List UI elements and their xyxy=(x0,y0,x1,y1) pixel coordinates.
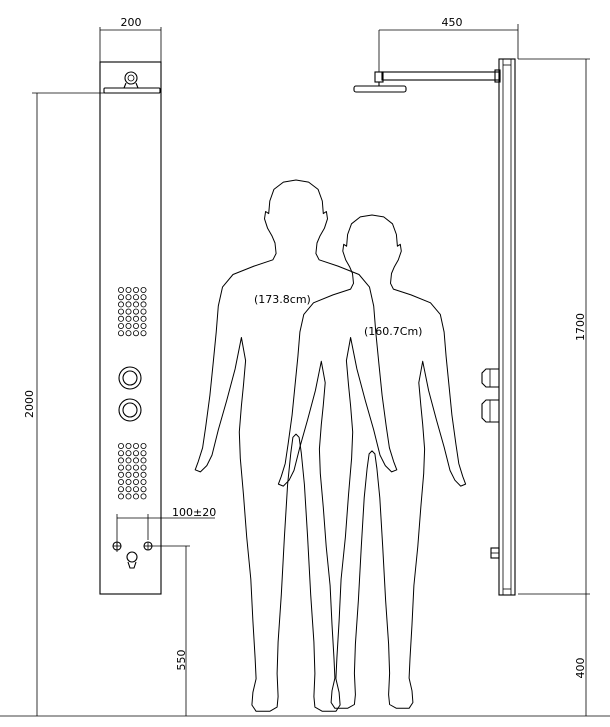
figure-outline xyxy=(277,214,467,709)
jet-hole xyxy=(125,471,132,478)
side-shower-head xyxy=(353,85,407,93)
body-jets-lower xyxy=(118,442,147,500)
jet-hole xyxy=(140,457,147,464)
jet-hole xyxy=(118,493,125,500)
dim-overall-height: 2000 xyxy=(23,92,104,716)
jet-hole xyxy=(118,301,125,308)
front-shower-head xyxy=(103,87,161,94)
jet-hole xyxy=(132,493,139,500)
jet-hole xyxy=(132,286,139,293)
control-knob-lower xyxy=(118,398,142,422)
dim-label-valve-height: 550 xyxy=(175,650,188,671)
jet-hole xyxy=(118,308,125,315)
jet-hole xyxy=(118,450,125,457)
jet-hole xyxy=(118,486,125,493)
jet-hole xyxy=(125,457,132,464)
jet-hole xyxy=(125,294,132,301)
jet-hole xyxy=(140,471,147,478)
jet-hole xyxy=(125,478,132,485)
side-knob-upper xyxy=(481,368,499,388)
head-mount-circle xyxy=(124,71,138,85)
jet-hole xyxy=(140,450,147,457)
body-jets-upper xyxy=(118,286,147,337)
jet-hole xyxy=(132,486,139,493)
dim-label-arm-reach: 450 xyxy=(442,16,463,29)
jet-hole xyxy=(132,294,139,301)
jet-hole xyxy=(125,286,132,293)
jet-hole xyxy=(132,308,139,315)
dim-label-overall-height: 2000 xyxy=(23,390,36,418)
jet-hole xyxy=(125,322,132,329)
dim-label-valve-spacing: 100±20 xyxy=(172,506,216,519)
jet-hole xyxy=(125,330,132,337)
jet-hole xyxy=(125,464,132,471)
jet-hole xyxy=(140,486,147,493)
jet-hole xyxy=(118,322,125,329)
jet-hole xyxy=(118,294,125,301)
figure-outline xyxy=(194,179,398,712)
dim-valve-spacing: 100±20 xyxy=(116,506,216,552)
jet-hole xyxy=(132,322,139,329)
human-figure-short xyxy=(277,214,467,709)
jet-hole xyxy=(125,493,132,500)
jet-hole xyxy=(118,330,125,337)
jet-hole xyxy=(140,464,147,471)
figure-label-tall: (173.8cm) xyxy=(254,293,311,306)
side-view-panel xyxy=(353,58,516,596)
jet-hole xyxy=(125,301,132,308)
jet-hole xyxy=(140,478,147,485)
jet-hole xyxy=(125,442,132,449)
front-view-panel xyxy=(99,61,162,595)
jet-hole xyxy=(118,464,125,471)
side-panel-body xyxy=(498,58,516,596)
jet-hole xyxy=(140,322,147,329)
jet-hole xyxy=(140,315,147,322)
jet-hole xyxy=(118,286,125,293)
jet-hole xyxy=(132,464,139,471)
dim-label-panel-width: 200 xyxy=(121,16,142,29)
jet-hole xyxy=(140,308,147,315)
dim-arm-reach: 450 xyxy=(378,16,519,72)
jet-hole xyxy=(140,286,147,293)
dim-label-head-height: 1700 xyxy=(574,313,587,341)
jet-hole xyxy=(118,478,125,485)
jet-hole xyxy=(125,308,132,315)
jet-hole xyxy=(140,301,147,308)
jet-hole xyxy=(132,315,139,322)
jet-hole xyxy=(140,493,147,500)
jet-hole xyxy=(118,315,125,322)
side-knob-lower xyxy=(481,399,499,423)
jet-hole xyxy=(132,478,139,485)
jet-hole xyxy=(132,471,139,478)
dim-side-heights: 1700 400 xyxy=(518,58,590,716)
jet-hole xyxy=(140,442,147,449)
jet-hole xyxy=(132,301,139,308)
shower-arm xyxy=(381,71,501,81)
diverter-outlet xyxy=(126,551,138,563)
jet-hole xyxy=(140,330,147,337)
control-knob-upper xyxy=(118,366,142,390)
jet-hole xyxy=(132,457,139,464)
jet-hole xyxy=(132,330,139,337)
jet-hole xyxy=(118,457,125,464)
human-figure-tall xyxy=(194,179,398,712)
front-panel-body xyxy=(99,61,162,595)
dim-panel-width: 200 xyxy=(99,16,162,62)
dim-label-bottom-clearance: 400 xyxy=(574,658,587,679)
jet-hole xyxy=(125,315,132,322)
jet-hole xyxy=(125,450,132,457)
jet-hole xyxy=(125,486,132,493)
dim-valve-height: 550 xyxy=(150,545,190,716)
jet-hole xyxy=(118,442,125,449)
figure-label-short: (160.7Cm) xyxy=(364,325,422,338)
jet-hole xyxy=(132,450,139,457)
jet-hole xyxy=(118,471,125,478)
jet-hole xyxy=(140,294,147,301)
jet-hole xyxy=(132,442,139,449)
